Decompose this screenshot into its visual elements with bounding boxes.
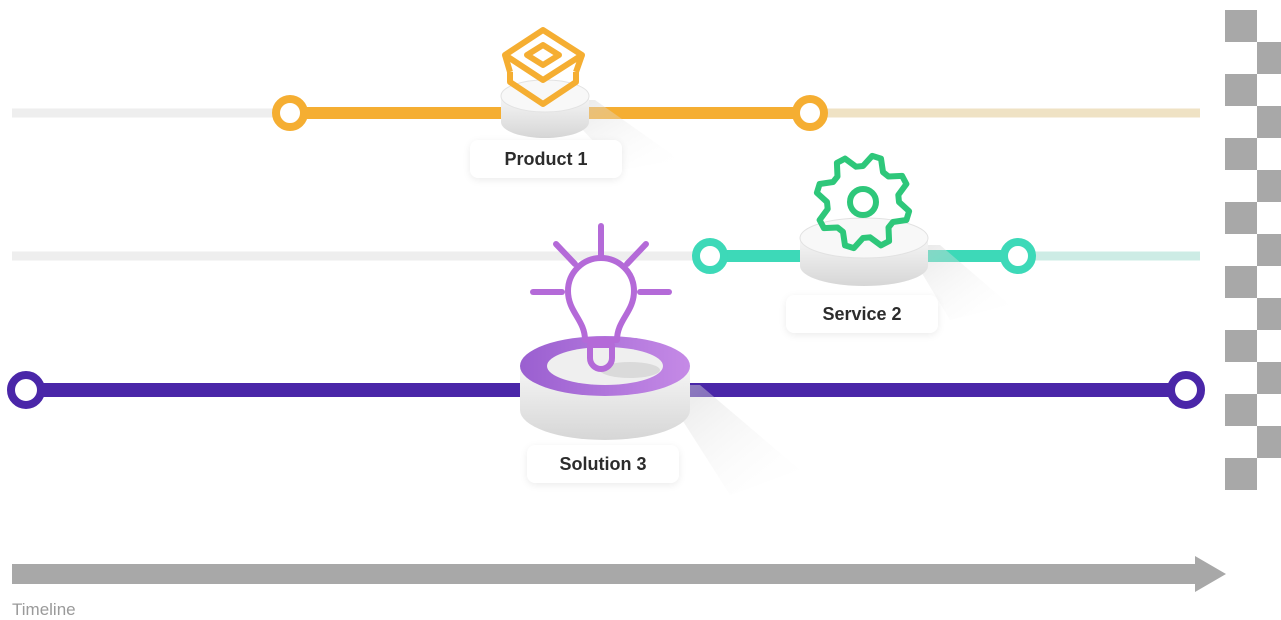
service-label-text: Service 2 xyxy=(822,303,902,324)
checker-square xyxy=(1225,74,1257,106)
finish-flag-icon xyxy=(1225,10,1281,490)
checker-square xyxy=(1257,426,1281,458)
track-product xyxy=(12,27,1200,170)
solution-pod-shadow xyxy=(660,385,800,495)
track-service-start-node[interactable] xyxy=(692,238,728,274)
track-solution-end-node[interactable] xyxy=(1167,371,1205,409)
checker-square xyxy=(1225,394,1257,426)
checker-square xyxy=(1225,202,1257,234)
service-label: Service 2 xyxy=(786,295,938,333)
product-label: Product 1 xyxy=(470,140,622,178)
service-pod xyxy=(799,217,929,286)
lightbulb-icon xyxy=(530,223,672,372)
checker-square xyxy=(1257,298,1281,330)
box-icon xyxy=(502,27,585,107)
checker-square xyxy=(1225,10,1257,42)
solution-label: Solution 3 xyxy=(527,445,679,483)
product-label-text: Product 1 xyxy=(504,148,588,169)
checker-square xyxy=(1257,42,1281,74)
track-product-start-node[interactable] xyxy=(272,95,308,131)
solution-label-text: Solution 3 xyxy=(559,453,647,474)
track-solution xyxy=(7,223,1205,495)
solution-pod xyxy=(520,336,690,440)
track-service xyxy=(12,152,1200,320)
service-pod-shadow xyxy=(905,245,1010,320)
track-solution-start-node[interactable] xyxy=(7,371,45,409)
checker-square xyxy=(1225,266,1257,298)
checker-square xyxy=(1225,138,1257,170)
timeline-arrow xyxy=(12,556,1226,592)
track-product-end-node[interactable] xyxy=(792,95,828,131)
checker-square xyxy=(1257,106,1281,138)
gear-icon xyxy=(813,152,913,252)
checker-square xyxy=(1225,458,1257,490)
product-pod xyxy=(500,79,590,138)
timeline-label: Timeline xyxy=(12,600,76,619)
checker-square xyxy=(1257,170,1281,202)
checker-square xyxy=(1225,330,1257,362)
checker-square xyxy=(1257,362,1281,394)
checker-square xyxy=(1257,234,1281,266)
track-service-end-node[interactable] xyxy=(1000,238,1036,274)
